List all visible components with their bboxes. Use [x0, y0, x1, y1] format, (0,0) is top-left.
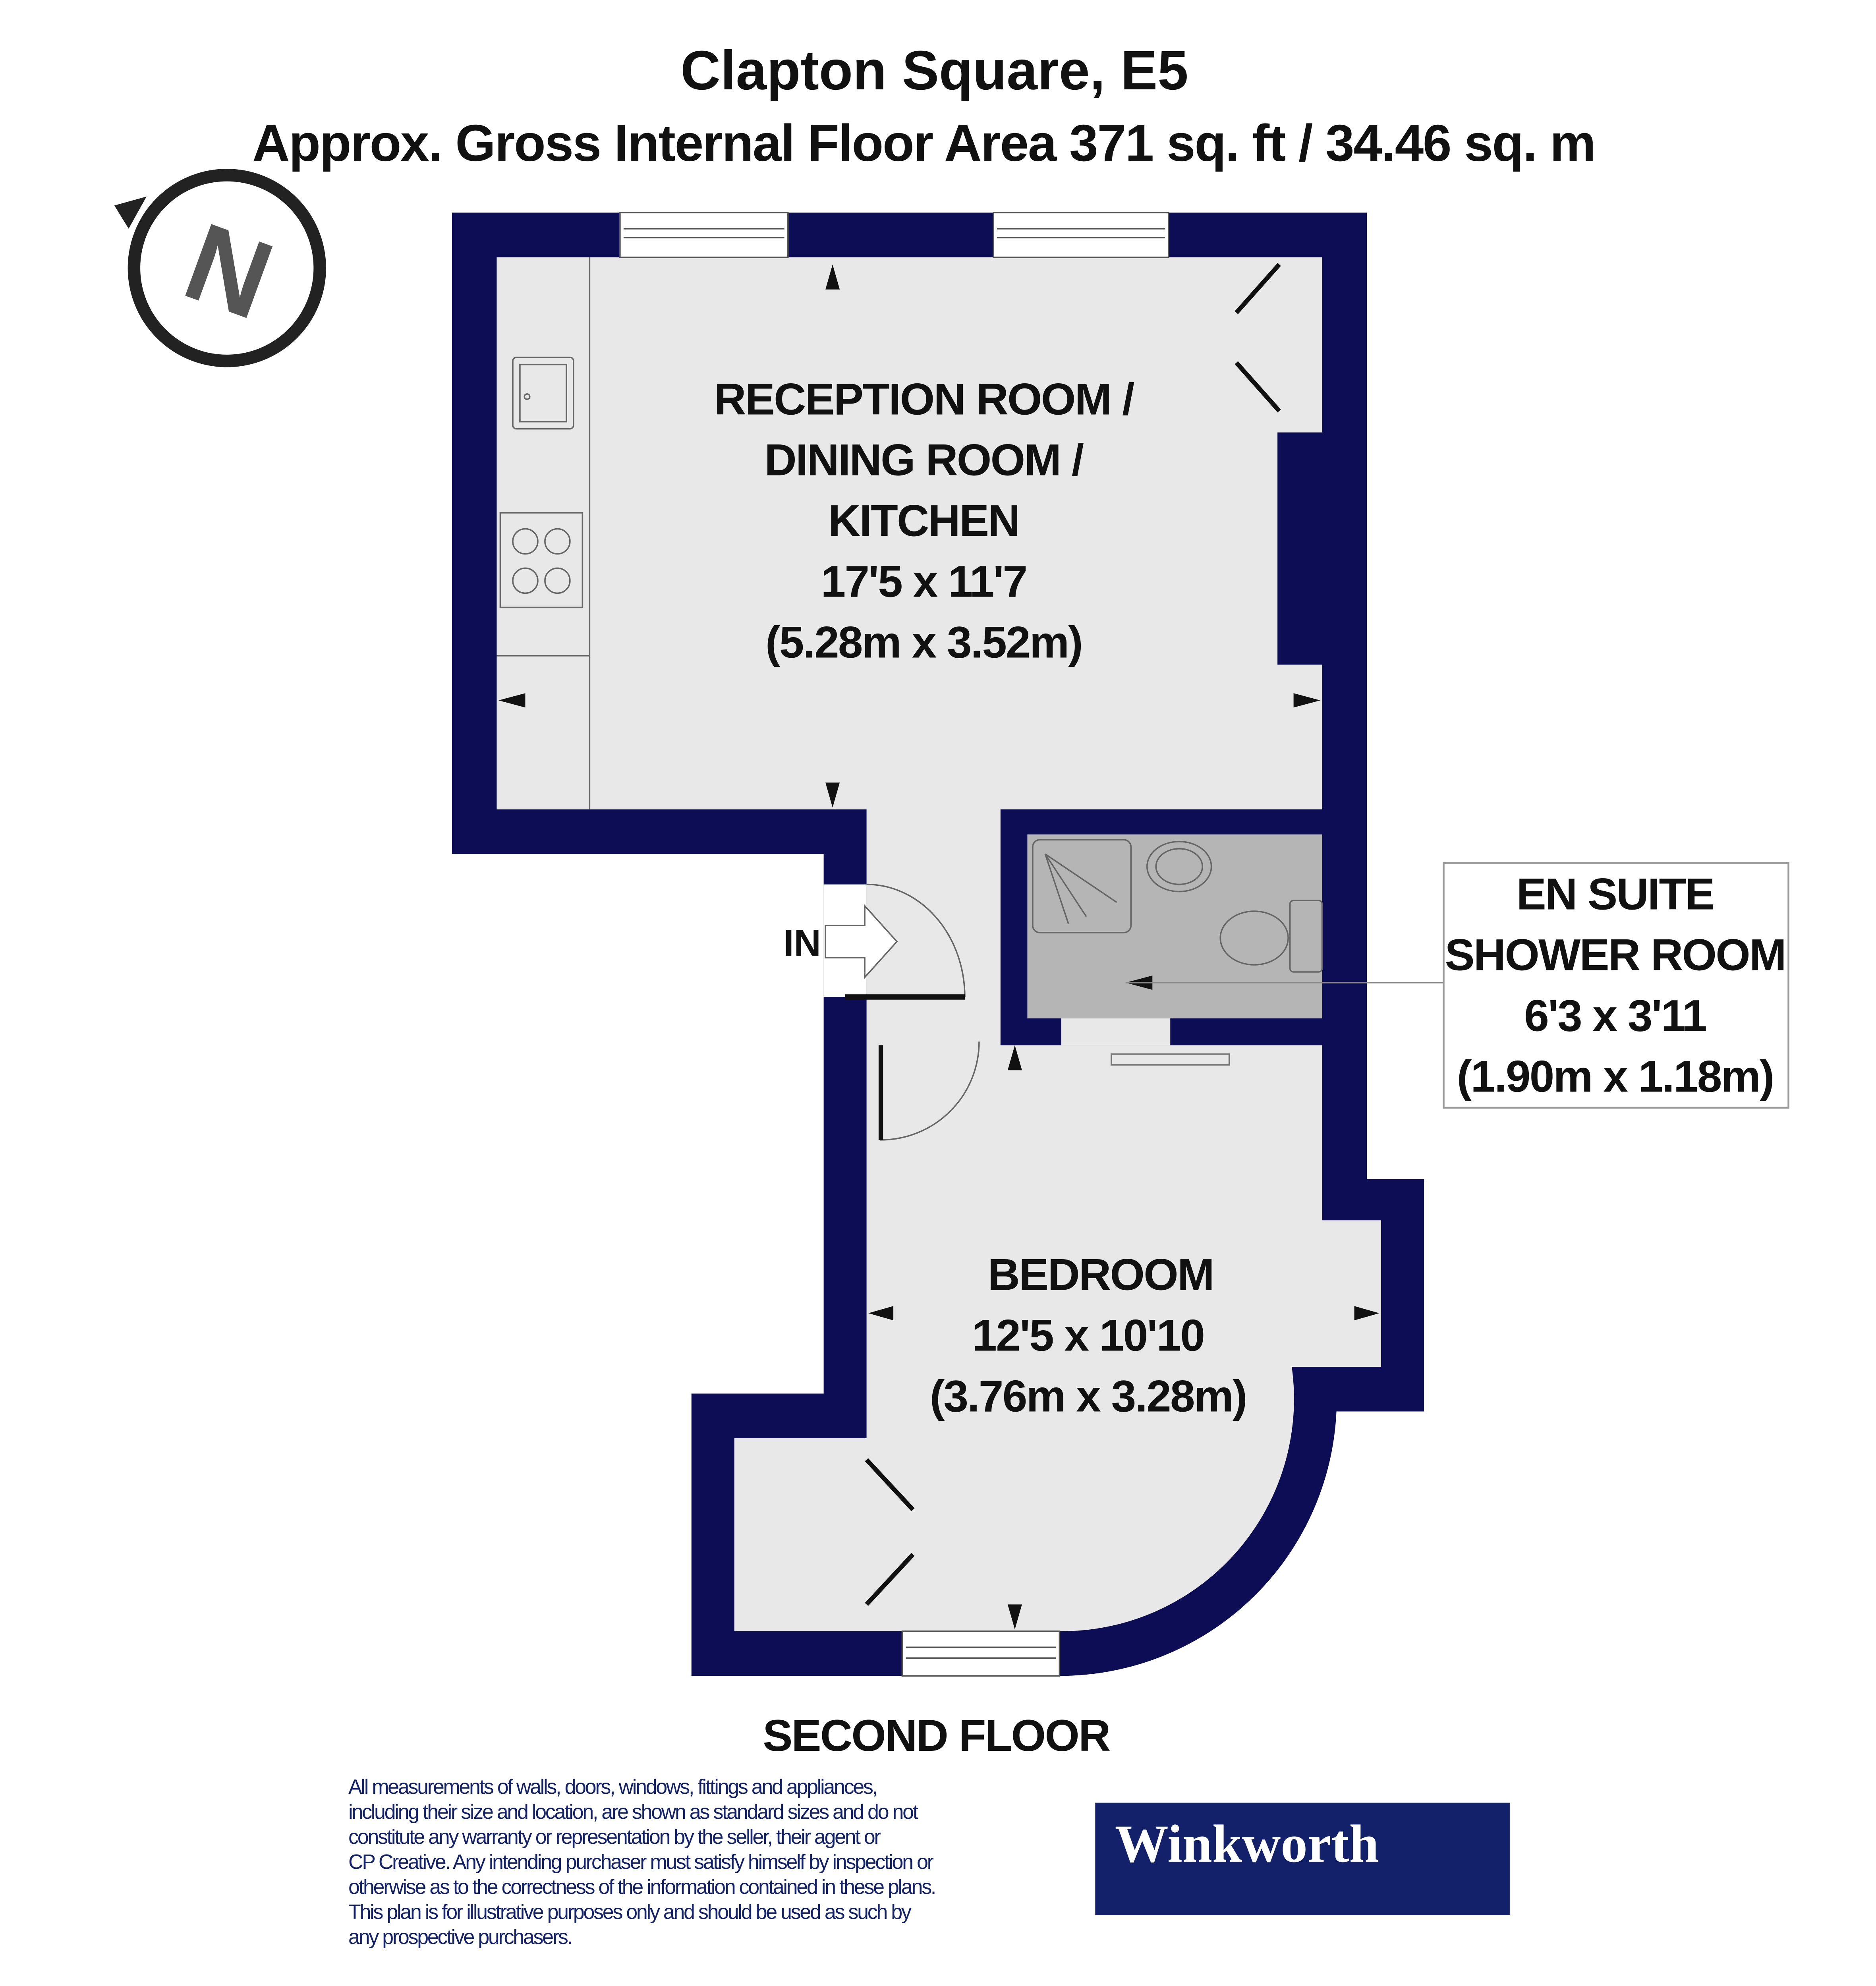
- window: [619, 212, 789, 258]
- entrance-door[interactable]: [845, 883, 980, 1141]
- toilet-icon: [1219, 900, 1323, 973]
- wardrobe-doors[interactable]: [865, 263, 1281, 1606]
- svg-text:All measurements of walls, doo: All measurements of walls, doors, window…: [348, 1775, 877, 1798]
- svg-text:(5.28m x 3.52m): (5.28m x 3.52m): [765, 617, 1082, 667]
- svg-text:DINING ROOM /: DINING ROOM /: [765, 435, 1084, 485]
- sliding-door[interactable]: [1111, 1053, 1230, 1066]
- svg-text:CP Creative. Any intending pur: CP Creative. Any intending purchaser mus…: [348, 1850, 934, 1873]
- svg-text:constitute any warranty or rep: constitute any warranty or representatio…: [348, 1825, 881, 1848]
- ensuite-floor: [1027, 834, 1322, 1018]
- shower-tray-icon: [1032, 839, 1132, 933]
- svg-text:SHOWER ROOM: SHOWER ROOM: [1445, 930, 1785, 980]
- svg-text:including their size and locat: including their size and location, are s…: [348, 1800, 918, 1823]
- room-label-reception: RECEPTION ROOM / DINING ROOM / KITCHEN 1…: [714, 374, 1135, 667]
- svg-text:KITCHEN: KITCHEN: [828, 495, 1019, 545]
- svg-text:any prospective purchasers.: any prospective purchasers.: [348, 1925, 572, 1948]
- svg-text:BEDROOM: BEDROOM: [988, 1250, 1213, 1300]
- room-label-bedroom: BEDROOM 12'5 x 10'10 (3.76m x 3.28m): [930, 1250, 1248, 1421]
- svg-text:(3.76m x 3.28m): (3.76m x 3.28m): [930, 1371, 1246, 1421]
- entrance-label: IN: [783, 922, 821, 964]
- floor-area: [497, 257, 1381, 1631]
- svg-text:12'5 x 10'10: 12'5 x 10'10: [972, 1310, 1204, 1360]
- svg-text:17'5 x 11'7: 17'5 x 11'7: [821, 556, 1027, 606]
- svg-text:(1.90m x 1.18m): (1.90m x 1.18m): [1457, 1051, 1774, 1101]
- svg-text:6'3 x 3'11: 6'3 x 3'11: [1524, 990, 1706, 1040]
- plan-title: Clapton Square, E5: [680, 39, 1188, 101]
- svg-text:Winkworth: Winkworth: [1115, 1814, 1379, 1874]
- svg-text:RECEPTION ROOM /: RECEPTION ROOM /: [714, 374, 1134, 424]
- window: [993, 212, 1169, 258]
- winkworth-logo: Winkworth: [1095, 1802, 1510, 1916]
- room-label-ensuite: EN SUITE SHOWER ROOM 6'3 x 3'11 (1.90m x…: [1445, 869, 1787, 1101]
- hob-icon: [499, 512, 583, 609]
- compass-letter: N: [170, 199, 288, 343]
- svg-text:EN SUITE: EN SUITE: [1517, 869, 1714, 919]
- sink-icon: [512, 356, 574, 430]
- washbasin-icon: [1146, 840, 1212, 893]
- north-compass-icon: N: [114, 169, 326, 367]
- svg-text:This plan is for illustrative: This plan is for illustrative purposes o…: [348, 1900, 912, 1923]
- disclaimer: All measurements of walls, doors, window…: [348, 1775, 936, 1948]
- floor-label: SECOND FLOOR: [763, 1710, 1110, 1760]
- ensuite-callout-box: [1443, 862, 1789, 1109]
- dimension-arrows: [498, 264, 1379, 1630]
- ensuite-door-opening[interactable]: [1061, 1018, 1171, 1045]
- entrance-arrow-icon: [825, 904, 898, 979]
- plan-subtitle: Approx. Gross Internal Floor Area 371 sq…: [252, 114, 1595, 172]
- svg-text:otherwise as to the correctnes: otherwise as to the correctness of the i…: [348, 1875, 935, 1898]
- plan-drawing: N: [114, 169, 1789, 1677]
- window: [901, 1631, 1061, 1677]
